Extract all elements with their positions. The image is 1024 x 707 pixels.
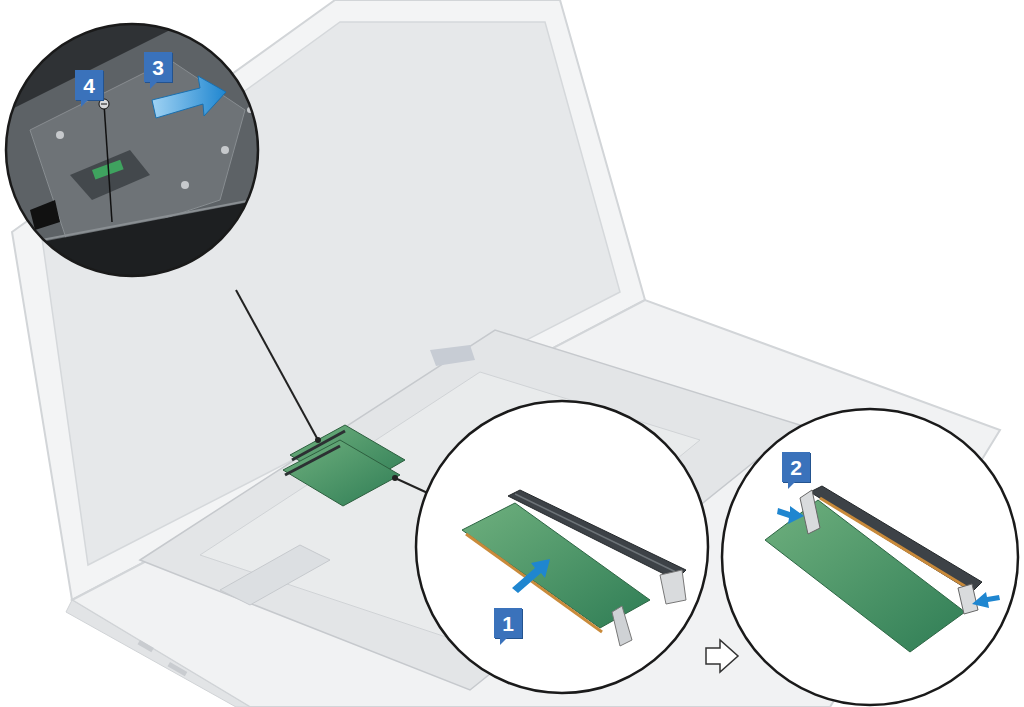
edge-highlight <box>0 198 262 248</box>
callout-badge: 4 <box>75 70 103 100</box>
clip-arrow <box>972 592 1000 608</box>
callout-number: 2 <box>790 457 802 478</box>
ground <box>720 405 1024 707</box>
ground <box>410 395 720 705</box>
callout-badge: 2 <box>782 452 810 482</box>
leader-dot <box>392 475 398 481</box>
laptop <box>12 0 1000 707</box>
memory-slot <box>285 446 340 475</box>
zoom-circle <box>416 401 708 693</box>
screw <box>221 146 229 154</box>
port <box>168 662 188 676</box>
clip-arrow <box>777 506 804 524</box>
opening <box>30 200 60 230</box>
zoom-circle <box>6 24 258 276</box>
connector <box>430 345 475 366</box>
gold-contacts <box>466 534 602 632</box>
memory-module <box>283 440 400 506</box>
insert-arrow <box>512 559 550 593</box>
slot-clip <box>660 570 686 604</box>
gold-contacts <box>820 498 968 588</box>
zoom-detail <box>0 20 280 300</box>
screw <box>99 99 109 109</box>
callout-badge: 1 <box>494 608 522 638</box>
screw-guide <box>104 104 112 222</box>
zoom-circle <box>722 409 1018 705</box>
leader-line <box>236 290 318 440</box>
zoom-detail <box>720 405 1024 707</box>
touchpad-area <box>220 545 330 605</box>
slot-clip <box>958 584 978 614</box>
step-arrow <box>706 640 738 672</box>
callout-badge: 3 <box>144 52 172 82</box>
callout-number: 1 <box>502 613 514 634</box>
memory-slot <box>810 486 982 592</box>
leader-dot <box>315 437 321 443</box>
screw <box>56 131 64 139</box>
screw-slot <box>101 104 107 105</box>
slot-clip <box>612 606 632 646</box>
base-side <box>66 600 250 707</box>
metal-plate <box>0 20 280 300</box>
slot-clip <box>800 490 820 534</box>
callout-number: 4 <box>83 75 95 96</box>
slide-arrow <box>152 76 226 118</box>
port <box>138 640 154 652</box>
zoom-detail <box>410 395 720 705</box>
callout-number: 3 <box>152 57 164 78</box>
screw <box>181 181 189 189</box>
